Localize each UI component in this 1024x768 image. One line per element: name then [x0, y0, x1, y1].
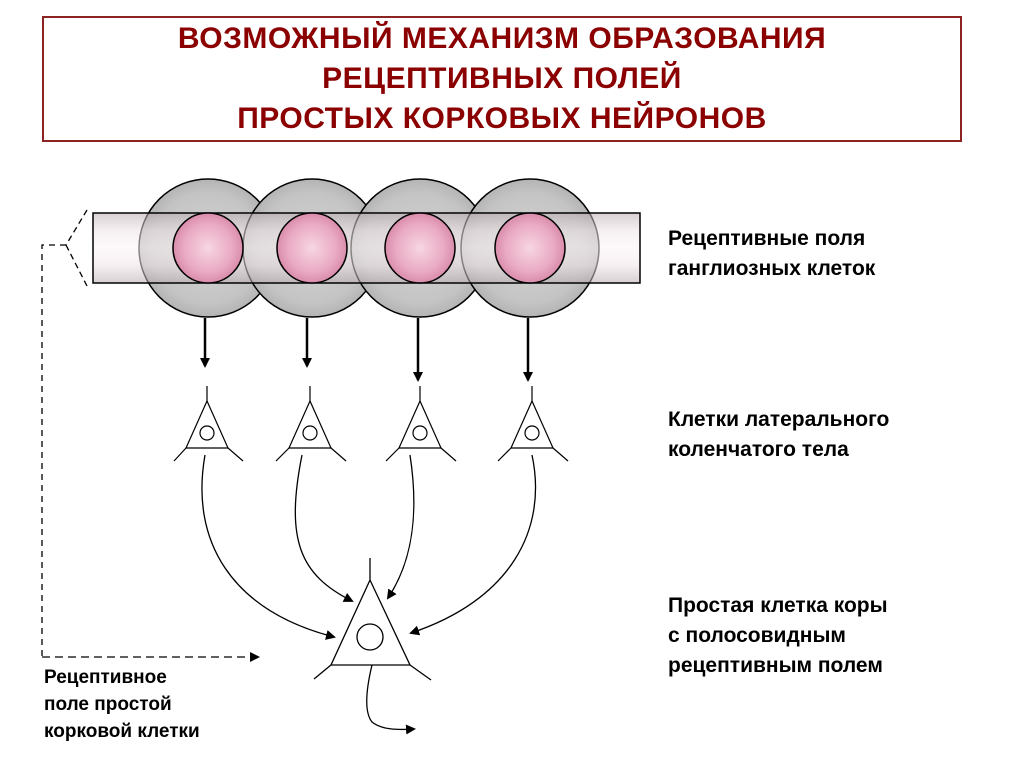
label-ganglion-line-2: ганглиозных клеток	[668, 257, 876, 280]
label-field-line-2: поле простой	[44, 694, 172, 715]
receptive-field-bracket	[41, 209, 260, 662]
label-simple-cell: Простая клетка коры с полосовидным рецеп…	[668, 591, 888, 681]
lgn-neuron-2	[275, 386, 347, 462]
label-ganglion-fields: Рецептивные поля ганглиозных клеток	[668, 224, 875, 284]
label-lgn-line-2: коленчатого тела	[668, 438, 849, 461]
label-lgn-line-1: Клетки латерального	[668, 408, 890, 431]
axon-3	[386, 454, 415, 600]
label-field-line-3: корковой клетки	[44, 721, 200, 742]
ganglion-center-1	[172, 212, 244, 284]
ganglion-center-2	[276, 212, 348, 284]
axon-4	[409, 454, 537, 636]
label-simple-line-1: Простая клетка коры	[668, 594, 888, 617]
label-lgn-cells: Клетки латерального коленчатого тела	[668, 405, 889, 465]
title-line-1: ВОЗМОЖНЫЙ МЕХАНИЗМ ОБРАЗОВАНИЯ	[177, 22, 827, 55]
simple-cortical-cell	[313, 558, 432, 735]
label-receptive-field: Рецептивное поле простой корковой клетки	[44, 664, 200, 745]
lgn-neuron-1	[173, 386, 244, 462]
title-box: ВОЗМОЖНЫЙ МЕХАНИЗМ ОБРАЗОВАНИЯ РЕЦЕПТИВН…	[42, 16, 962, 142]
lgn-neuron-3	[385, 386, 457, 462]
label-simple-line-3: рецептивным полем	[668, 654, 883, 677]
axon-1	[201, 454, 336, 640]
label-ganglion-line-1: Рецептивные поля	[668, 227, 866, 250]
title-line-2: РЕЦЕПТИВНЫХ ПОЛЕЙ	[322, 62, 682, 95]
title-line-3: ПРОСТЫХ КОРКОВЫХ НЕЙРОНОВ	[237, 102, 767, 135]
axon-2	[294, 454, 354, 602]
lgn-neuron-4	[497, 386, 569, 462]
ganglion-center-3	[384, 212, 456, 284]
label-simple-line-2: с полосовидным	[668, 624, 846, 647]
ganglion-center-4	[494, 212, 566, 284]
label-field-line-1: Рецептивное	[44, 667, 167, 688]
